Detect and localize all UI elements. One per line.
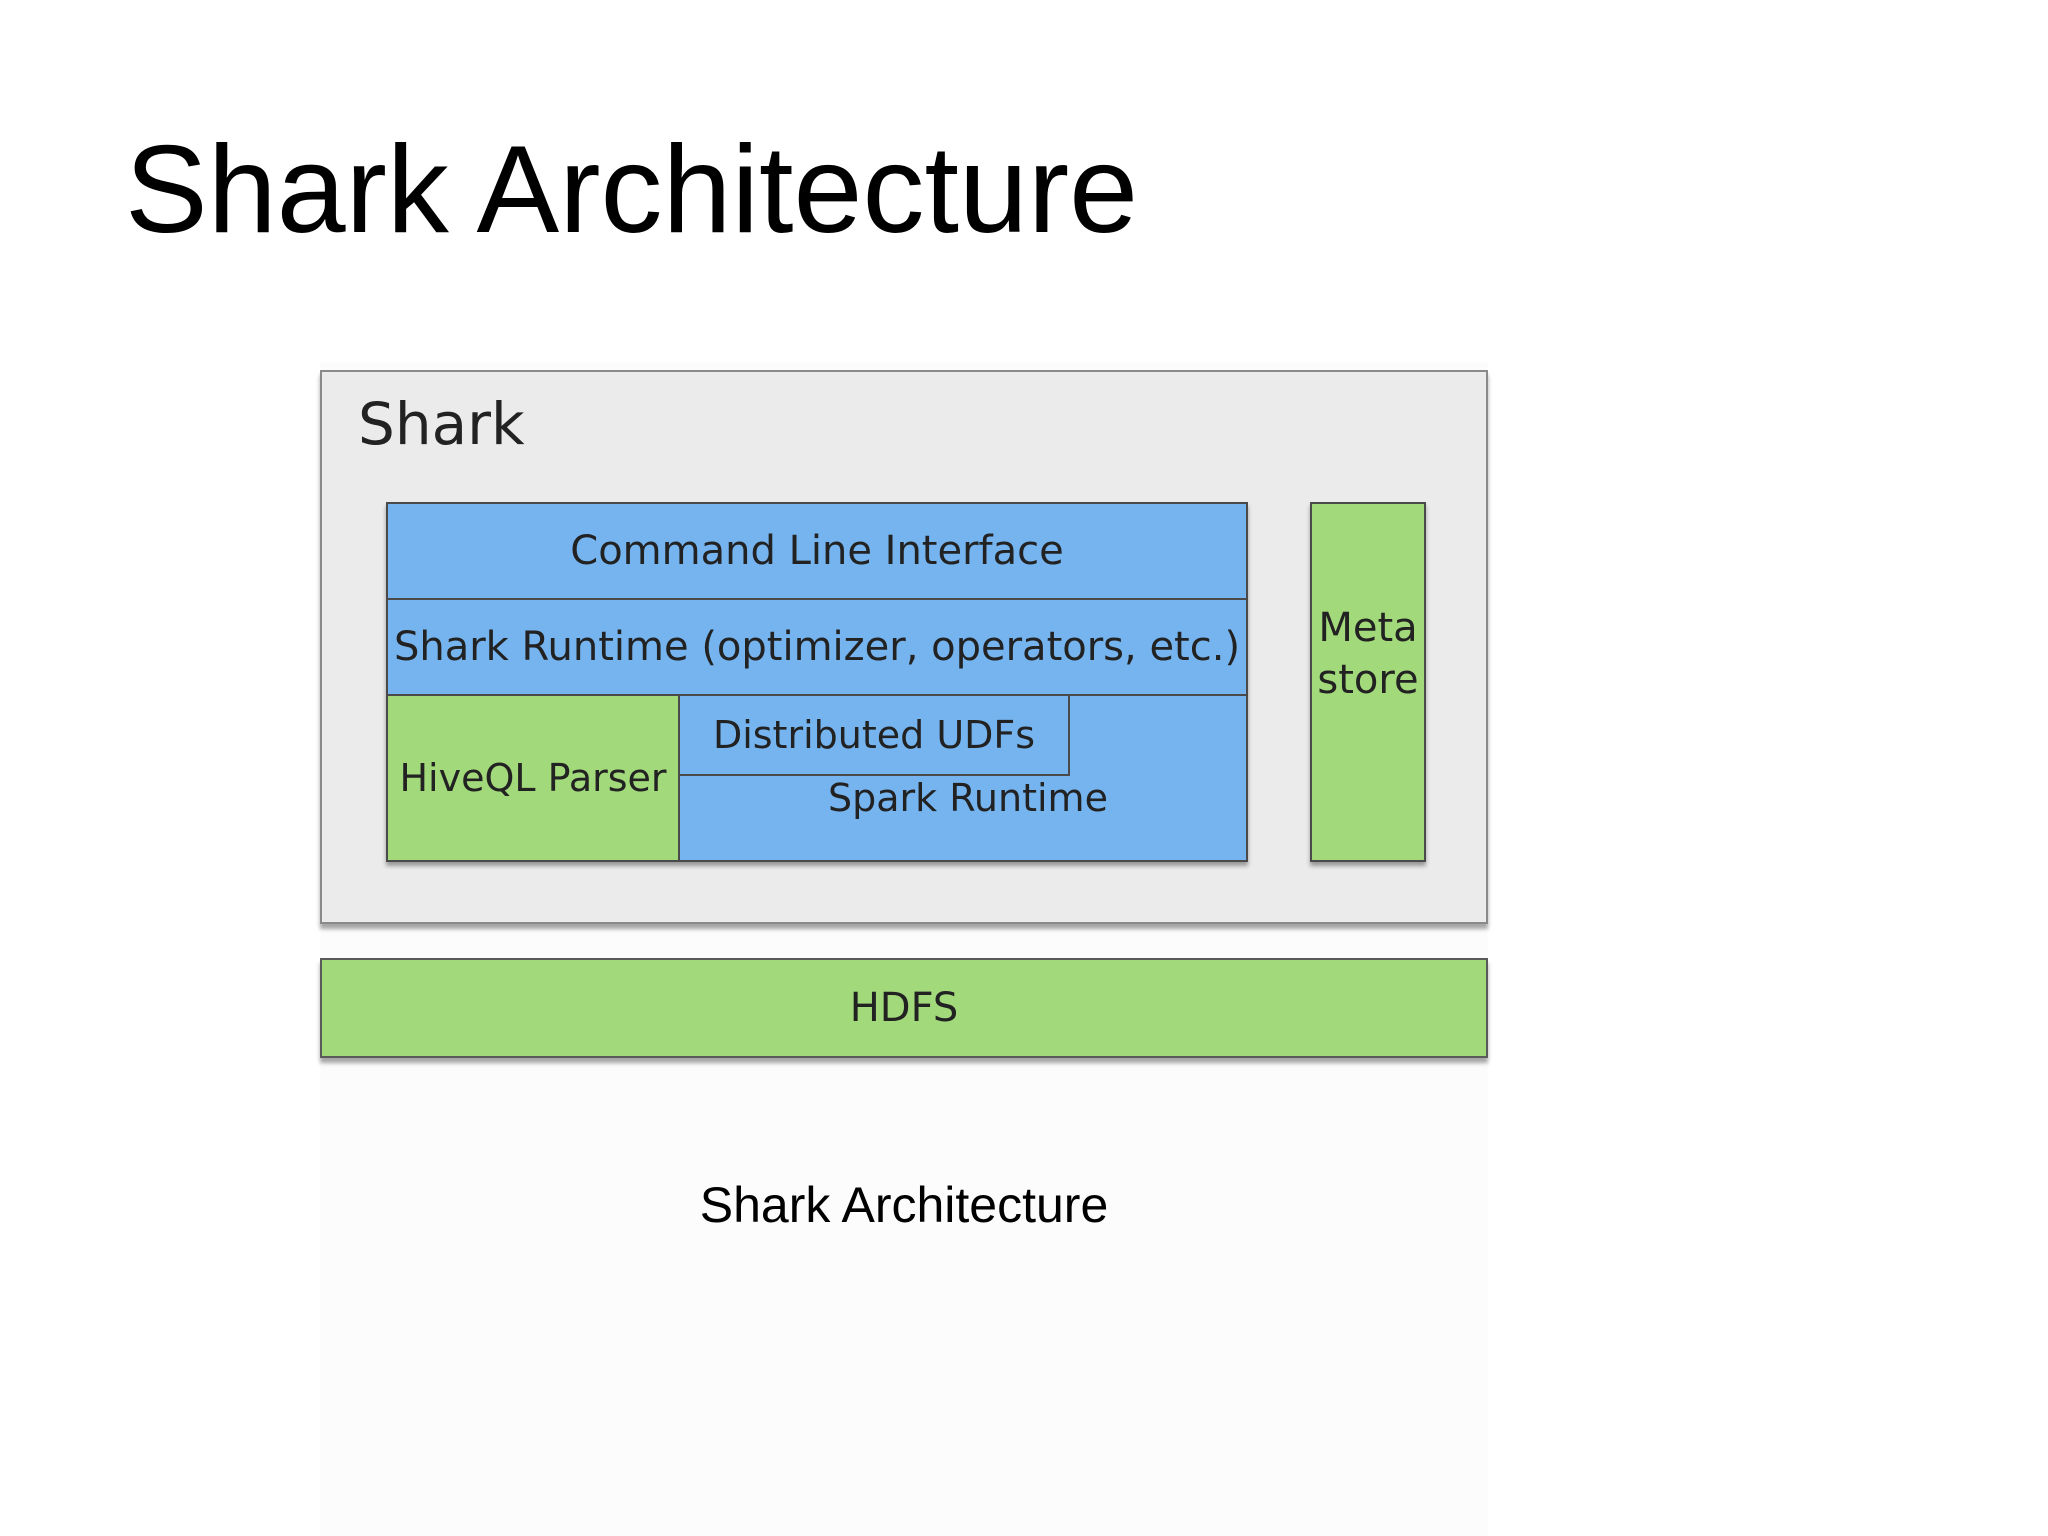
slide-title: Shark Architecture bbox=[125, 121, 1139, 259]
hiveql-parser-block: HiveQL Parser bbox=[386, 694, 680, 862]
metastore-label-line2: store bbox=[1317, 657, 1419, 703]
command-line-interface-block: Command Line Interface bbox=[386, 502, 1248, 600]
spark-runtime-label: Spark Runtime bbox=[828, 776, 1108, 820]
metastore-label-line1: Meta bbox=[1318, 605, 1418, 651]
shark-label: Shark bbox=[358, 390, 525, 458]
shark-component-stack: Command Line Interface Shark Runtime (op… bbox=[386, 502, 1248, 862]
figure-caption: Shark Architecture bbox=[699, 1177, 1109, 1233]
hdfs-block: HDFS bbox=[320, 958, 1488, 1058]
distributed-udfs-block: Distributed UDFs bbox=[678, 694, 1070, 776]
shark-runtime-block: Shark Runtime (optimizer, operators, etc… bbox=[386, 598, 1248, 696]
metastore-block: Meta store bbox=[1310, 502, 1426, 862]
